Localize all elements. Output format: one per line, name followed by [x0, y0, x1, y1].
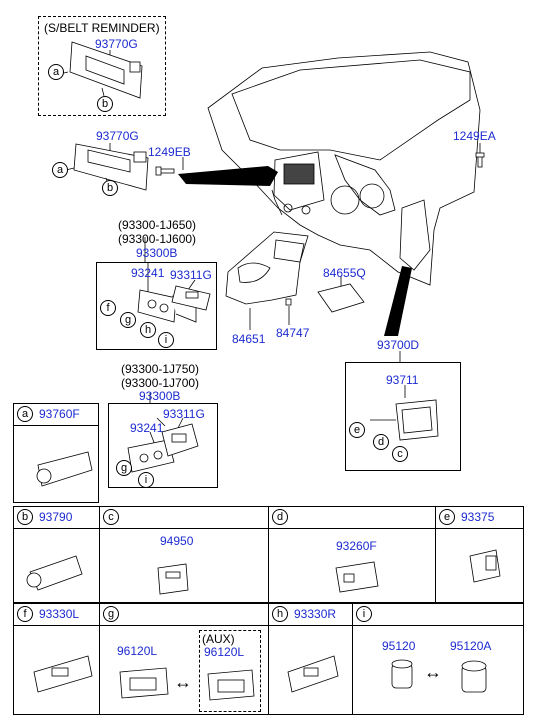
part-95120A: 95120A	[450, 639, 492, 653]
part-1249EA: 1249EA	[453, 129, 496, 143]
switch-93311G-b	[161, 423, 199, 457]
part-93330R-illustration	[287, 655, 339, 693]
part-93770G: 93770G	[96, 129, 139, 143]
part-93260F-illustration	[335, 561, 379, 593]
part-94950: 94950	[160, 534, 194, 548]
part-93790: 93790	[39, 510, 73, 524]
arrow-icon-g: ↔	[174, 672, 192, 692]
part-93311G-b: 93311G	[163, 407, 205, 421]
dashboard-outline	[207, 51, 481, 286]
part-84747: 84747	[276, 326, 310, 340]
cell-h-head: h 93330R	[268, 603, 353, 625]
part-1249EB: 1249EB	[148, 145, 191, 159]
switch-93311G-a	[171, 285, 211, 311]
cell-h-letter: h	[272, 606, 288, 622]
group-b2-box	[108, 403, 218, 488]
cell-c-letter: c	[103, 509, 119, 525]
aux-box	[199, 630, 261, 712]
part-93711: 93711	[386, 373, 419, 387]
row-1-header	[13, 506, 524, 529]
part-93300B-b: 93300B	[139, 389, 181, 403]
bolt-1249EB	[155, 166, 175, 176]
cell-c-head: c	[99, 506, 269, 528]
cell-g-head: g	[99, 603, 269, 625]
callout-i-b2: i	[138, 472, 154, 488]
part-94950-illustration	[157, 563, 189, 595]
switch-93770G-belt	[59, 41, 143, 99]
callout-c: c	[392, 446, 408, 462]
part-93375-illustration	[469, 549, 501, 583]
part-96120L-aux-illustration	[207, 669, 255, 701]
callout-h: h	[140, 322, 156, 338]
switch-93241-b	[127, 439, 175, 473]
part-93241-b: 93241	[130, 421, 164, 435]
cell-d-letter: d	[272, 509, 288, 525]
arrow-icon-i: ↔	[424, 662, 442, 682]
part-95120: 95120	[382, 639, 416, 653]
callout-g: g	[120, 312, 136, 328]
part-93330L-illustration	[33, 655, 93, 693]
cell-e-head: e 93375	[435, 506, 524, 528]
belt-reminder-box	[38, 16, 166, 116]
cell-i-head: i	[352, 603, 524, 625]
part-95120-illustration	[391, 659, 413, 689]
cell-g-letter: g	[103, 606, 119, 622]
alt-code-1J750: (93300-1J750)	[121, 362, 200, 376]
part-95120A-illustration	[461, 660, 487, 693]
part-93700D: 93700D	[377, 338, 420, 352]
center-console	[225, 231, 309, 305]
part-93300B-a: 93300B	[136, 246, 178, 260]
alt-code-1J600: (93300-1J600)	[118, 232, 197, 246]
part-93770G-belt: 93770G	[95, 37, 138, 51]
cell-e-letter: e	[439, 509, 455, 525]
part-93760F-illustration	[36, 451, 93, 487]
part-93375: 93375	[461, 510, 495, 524]
part-93760F: 93760F	[39, 407, 80, 421]
cell-a-letter: a	[17, 406, 33, 422]
row-2-header	[13, 603, 524, 626]
cell-f-head: f 93330L	[13, 603, 100, 625]
callout-d: d	[373, 434, 389, 450]
cell-b-head: b 93790	[13, 506, 100, 528]
callout-a: a	[52, 162, 68, 178]
group-b1-box	[96, 262, 217, 350]
arrow-to-switch-d	[384, 266, 412, 336]
part-96120L-aux: 96120L	[204, 645, 245, 659]
arrow-to-dashboard	[178, 166, 278, 186]
callout-b: b	[102, 180, 118, 196]
part-93260F: 93260F	[336, 539, 377, 553]
callout-f: f	[100, 300, 116, 316]
callout-e: e	[349, 422, 365, 438]
belt-reminder-heading: (S/BELT REMINDER)	[44, 21, 160, 35]
callout-g-b2: g	[116, 460, 132, 476]
part-93790-illustration	[26, 555, 83, 591]
part-84655Q: 84655Q	[323, 266, 366, 280]
cell-f-letter: f	[17, 606, 33, 622]
part-93311G-a: 93311G	[170, 268, 212, 282]
cell-a-header	[13, 403, 99, 426]
part-84651: 84651	[232, 332, 266, 346]
cell-a-head: a 93760F	[13, 403, 99, 425]
part-96120L: 96120L	[117, 644, 158, 658]
callout-i: i	[158, 332, 174, 348]
callout-a-belt: a	[48, 64, 64, 80]
part-96120L-illustration	[119, 667, 169, 699]
switch-93711	[370, 399, 439, 441]
cell-i-letter: i	[356, 606, 372, 622]
callout-b-belt: b	[97, 96, 113, 112]
part-93241-a: 93241	[131, 266, 165, 280]
bolt-1249EA	[475, 152, 485, 168]
group-d-box	[345, 362, 461, 471]
cell-d-head: d	[268, 506, 436, 528]
aux-label: (AUX)	[202, 632, 235, 646]
part-93330L: 93330L	[39, 607, 80, 621]
cell-b-letter: b	[17, 509, 33, 525]
part-93330R: 93330R	[294, 607, 337, 621]
alt-code-1J650: (93300-1J650)	[118, 218, 197, 232]
alt-code-1J700: (93300-1J700)	[121, 376, 200, 390]
